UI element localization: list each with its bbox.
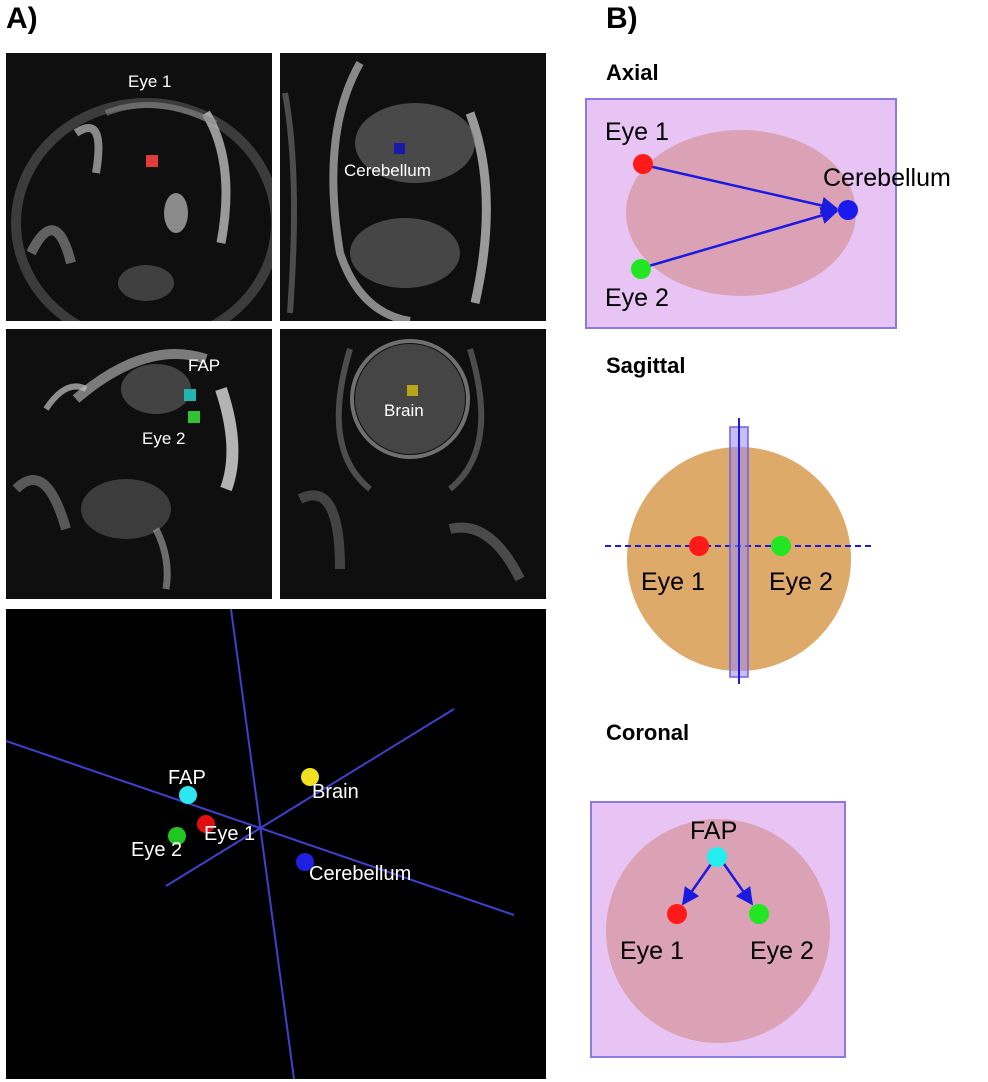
mri-slice-cerebellum-image [282,61,491,321]
brain-slice-label: Brain [384,401,424,420]
eye1-slice-label: Eye 1 [128,72,172,91]
sagittal-diagram: Eye 1 Eye 2 [600,416,880,686]
axial-diagram: Eye 1 Eye 2 Cerebellum [585,98,951,329]
eye1-voxel-marker [146,155,158,167]
coronal-arrow-eye1 [681,863,713,906]
fap-slice-label: FAP [188,356,221,375]
cerebellum-slice-label: Cerebellum [344,161,431,180]
mri-slice-eye1: Eye 1 [6,53,272,321]
coronal-eye1-label: Eye 1 [620,937,684,965]
eye2-voxel-marker [188,411,200,423]
3d-cerebellum-label: Cerebellum [309,863,412,885]
mri-slice-fap-eye2-image [12,349,239,590]
coronal-diagram: FAP Eye 1 Eye 2 [590,801,846,1058]
panel-a-label: A) [6,2,38,35]
axial-arrow-eye1 [643,163,839,215]
3d-axis-diagonal [165,708,455,887]
3d-eye1-label: Eye 1 [204,823,256,845]
axial-arrow-eye2 [641,207,839,270]
sagittal-eye2-label: Eye 2 [769,568,833,596]
3d-axis-vertical [230,609,295,1079]
sagittal-eye1-dot [689,536,709,556]
sagittal-title: Sagittal [606,353,686,378]
3d-eye2-label: Eye 2 [131,839,183,861]
brain-sphere [301,768,319,786]
mri-slice-brain-image [297,339,525,582]
coronal-eye1-dot [667,904,687,924]
cerebellum-voxel-marker [394,143,405,154]
3d-render-canvas [6,609,515,1079]
axial-eye2-dot [631,259,651,279]
panel-b-label: B) [606,2,638,35]
mri-slice-fap-eye2: FAP Eye 2 [6,329,272,599]
brain-voxel-marker [407,385,418,396]
axial-eye1-label: Eye 1 [605,118,669,146]
eye1-sphere [197,815,215,833]
eye2-sphere [168,827,186,845]
3d-render-view: FAP Brain Eye 1 Eye 2 Cerebellum [6,609,546,1079]
mri-slice-eye1-image [11,98,272,321]
coronal-fap-label: FAP [690,817,738,845]
fap-sphere [179,786,197,804]
axial-eye1-dot [633,154,653,174]
axial-cerebellum-dot [838,200,858,220]
axial-title: Axial [606,60,659,85]
eye2-slice-label: Eye 2 [142,429,186,448]
coronal-arrow-eye2 [722,863,754,906]
coronal-fap-dot [707,847,727,867]
coronal-eye2-dot [749,904,769,924]
axial-cerebellum-label: Cerebellum [823,164,951,192]
fap-voxel-marker [184,389,196,401]
coronal-eye2-label: Eye 2 [750,937,814,965]
mri-slice-brain: Brain [280,329,546,599]
3d-brain-label: Brain [312,781,359,803]
coronal-title: Coronal [606,720,690,745]
axial-eye2-label: Eye 2 [605,284,669,312]
sagittal-eye2-dot [771,536,791,556]
3d-fap-label: FAP [168,767,206,789]
sagittal-eye1-label: Eye 1 [641,568,705,596]
mri-slice-cerebellum: Cerebellum [280,53,546,321]
axial-head [626,130,856,296]
coronal-head [606,819,830,1043]
cerebellum-sphere [296,853,314,871]
